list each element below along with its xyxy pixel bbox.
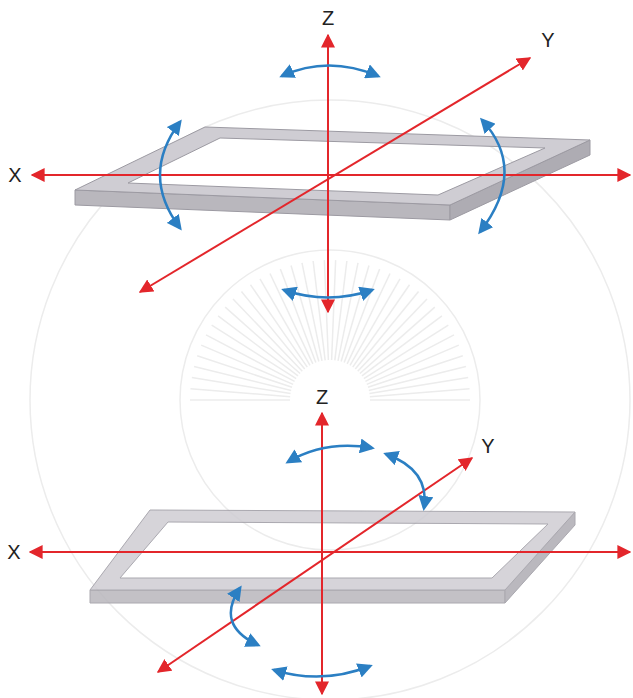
axis-label: Y bbox=[541, 29, 554, 51]
axis-lines bbox=[30, 413, 630, 694]
axis-label: Y bbox=[481, 435, 494, 457]
axis-label: X bbox=[7, 541, 20, 563]
rotation-arrows bbox=[231, 446, 425, 677]
watermark-seal bbox=[30, 100, 630, 698]
frame-plate bbox=[75, 127, 590, 220]
axis-label: Z bbox=[316, 386, 328, 408]
rotation-arrows bbox=[160, 66, 505, 298]
frame-plate bbox=[90, 510, 575, 603]
axis-lines bbox=[32, 35, 630, 312]
axis-label: X bbox=[8, 164, 21, 186]
axis-label: Z bbox=[322, 7, 334, 29]
